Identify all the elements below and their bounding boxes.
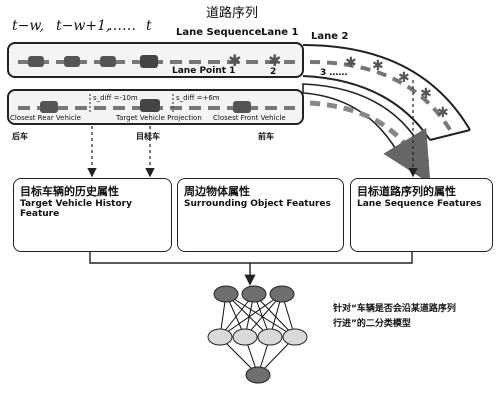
front-car-cn-label: 前车	[258, 132, 274, 141]
history-car-current	[140, 55, 158, 68]
nn-hidden-node-1	[207, 328, 233, 346]
brace	[89, 252, 413, 264]
diagram-title: 道路序列	[206, 6, 259, 21]
lane2-star-4: ✱	[420, 86, 432, 102]
feature-surrounding-en: Surrounding Object Features	[184, 199, 331, 209]
lane2-lower-arrow	[309, 100, 431, 184]
lane2-label: Lane 2	[311, 31, 349, 42]
lane2-star-3: ✱	[398, 70, 410, 86]
lane-point-3-label: 3 ……	[320, 68, 348, 78]
s-diff-front-label: s_diff =+6m	[176, 94, 220, 102]
lane2-curve-end	[429, 129, 471, 141]
lane2-curve-top	[302, 44, 471, 131]
lane2-lower-outline	[302, 83, 430, 161]
network-label: 针对“车辆是否会沿某道路序列 行进”的二分类模型	[333, 302, 483, 332]
rear-vehicle	[40, 101, 58, 113]
time-label-t-w: t−w,	[12, 18, 45, 34]
closest-front-label: Closest Front Vehicle	[213, 114, 286, 122]
feature-history-cn: 目标车辆的历史属性	[20, 185, 119, 198]
target-car-cn-label: 目标车	[136, 132, 160, 141]
network-label-line2: 行进”的二分类模型	[333, 319, 411, 329]
lane1-label: Lane 1	[261, 27, 299, 38]
feature-surrounding-cn: 周边物体属性	[184, 185, 250, 198]
lane2-star-1: ✱	[345, 55, 357, 71]
lane-sequence-label: Lane Sequence:	[176, 27, 266, 38]
rear-car-cn-label: 后车	[12, 132, 28, 141]
history-car-2	[64, 56, 80, 67]
history-car-3	[100, 56, 116, 67]
feature-box-lane-sequence: 目标道路序列的属性 Lane Sequence Features	[350, 178, 493, 252]
nn-output-node	[245, 366, 271, 384]
nn-hidden-node-4	[282, 328, 308, 346]
history-car-1	[28, 56, 44, 67]
lane2-star-2: ✱	[372, 58, 384, 74]
nn-hidden-node-2	[232, 328, 258, 346]
target-vehicle	[140, 99, 160, 112]
s-diff-rear-label: s_diff =-10m	[93, 94, 138, 102]
nn-input-node-3	[269, 285, 295, 303]
feature-history-en: Target Vehicle History Feature	[20, 199, 132, 219]
lane2-dashes	[309, 60, 454, 135]
feature-lane-en: Lane Sequence Features	[357, 199, 482, 209]
lane-point-star-1: ✱	[228, 51, 241, 70]
lane2-curve-bottom	[302, 75, 431, 141]
nn-hidden-node-3	[257, 328, 283, 346]
feature-box-history: 目标车辆的历史属性 Target Vehicle History Feature	[13, 178, 172, 252]
lane2-star-5: ✱	[437, 105, 449, 121]
time-label-t-w-1: t−w+1,	[56, 18, 111, 34]
closest-rear-label: Closest Rear Vehicle	[10, 114, 81, 122]
lane-point-star-2: ✱	[268, 51, 281, 70]
time-label-dots: ……	[108, 18, 136, 34]
lane-point-2-label: 2	[270, 67, 277, 77]
nn-input-node-1	[213, 285, 239, 303]
network-label-line1: 针对“车辆是否会沿某道路序列	[333, 304, 456, 314]
lane-point-label: Lane Point 1	[172, 66, 236, 76]
time-label-t: t	[146, 18, 152, 34]
feature-box-surrounding: 周边物体属性 Surrounding Object Features	[177, 178, 344, 252]
front-vehicle	[233, 101, 251, 113]
target-projection-label: Target Vehicle Projection	[116, 114, 202, 122]
nn-input-node-2	[241, 285, 267, 303]
feature-lane-cn: 目标道路序列的属性	[357, 185, 456, 198]
